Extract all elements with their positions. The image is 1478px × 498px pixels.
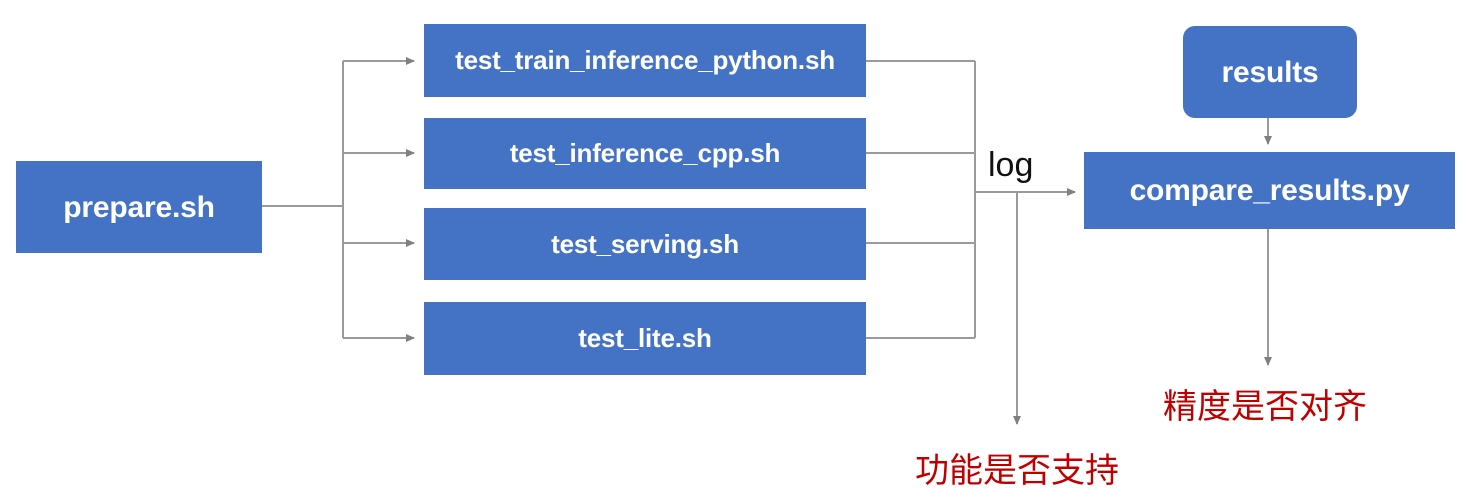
node-test-train-inference-python-sh[interactable]: test_train_inference_python.sh bbox=[424, 24, 866, 97]
outcome-label-function-supported: 功能是否支持 bbox=[915, 452, 1119, 490]
node-test-inference-cpp-sh[interactable]: test_inference_cpp.sh bbox=[424, 118, 866, 189]
node-results[interactable]: results bbox=[1183, 26, 1357, 118]
node-test-serving-sh[interactable]: test_serving.sh bbox=[424, 208, 866, 280]
edge-label-log: log bbox=[988, 146, 1034, 184]
node-test-lite-sh[interactable]: test_lite.sh bbox=[424, 302, 866, 375]
outcome-label-precision-aligned: 精度是否对齐 bbox=[1163, 388, 1367, 426]
node-compare-results-py[interactable]: compare_results.py bbox=[1084, 152, 1455, 229]
node-prepare-sh[interactable]: prepare.sh bbox=[16, 161, 262, 253]
